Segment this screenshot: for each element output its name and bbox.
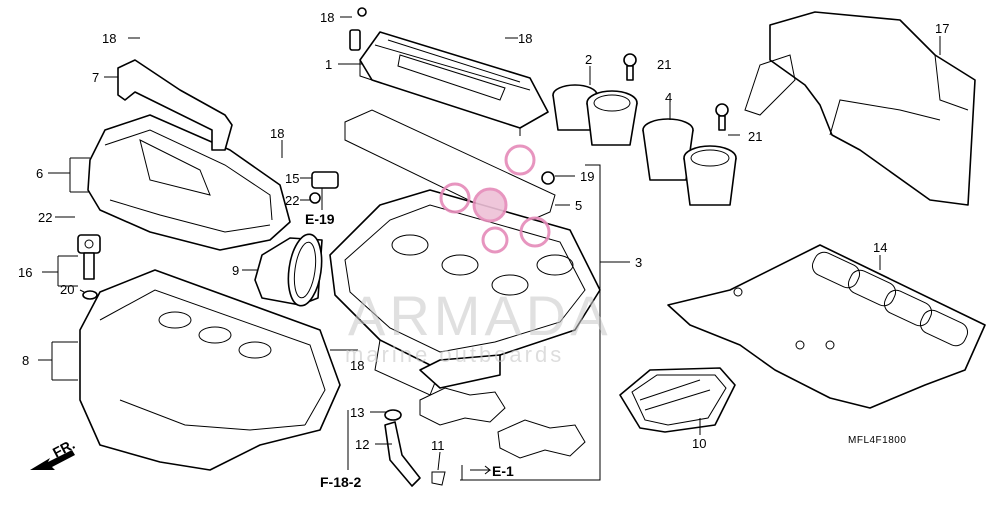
callout-16: 16: [18, 265, 32, 280]
callout-18: 18: [320, 10, 334, 25]
callout-18: 18: [102, 31, 116, 46]
callout-18: 18: [270, 126, 284, 141]
leader-lines: [38, 16, 941, 481]
callout-2: 2: [585, 52, 592, 67]
watermark-circle-4: [519, 216, 551, 248]
front-direction-arrow: [30, 450, 75, 470]
callout-4: 4: [665, 90, 672, 105]
callout-22: 22: [285, 193, 299, 208]
part-9-duct: [254, 233, 323, 307]
callout-21: 21: [748, 129, 762, 144]
bolt-21: [623, 53, 729, 131]
part-3-airbox: [329, 189, 601, 396]
callout-10: 10: [692, 436, 706, 451]
callout-6: 6: [36, 166, 43, 181]
callout-1: 1: [325, 57, 332, 72]
part-20-oring: [82, 290, 98, 300]
part-14-plate: [667, 244, 986, 409]
callout-11: 11: [431, 438, 445, 453]
bolt-18-top: [349, 7, 367, 51]
part-12-hose: [384, 409, 421, 487]
part-4-funnels: [642, 118, 737, 206]
callout-13: 13: [350, 405, 364, 420]
watermark-tagline: marine outboards: [345, 342, 564, 367]
diagram-code: MFL4F1800: [848, 435, 906, 446]
part-7-bracket: [117, 59, 233, 151]
part-16-sensor: [77, 234, 101, 280]
callout-12: 12: [355, 437, 369, 452]
watermark-circle-5: [481, 226, 509, 254]
callout-9: 9: [232, 263, 239, 278]
part-1-top-cover: [359, 31, 549, 136]
watermark-brand: ARMADA: [348, 284, 612, 347]
part-19-bolt: [541, 171, 555, 185]
ref-e-19: E-19: [305, 211, 335, 227]
callout-22: 22: [38, 210, 52, 225]
part-10-duct: [619, 367, 736, 433]
watermark-logo: [439, 144, 551, 254]
callout-15: 15: [285, 171, 299, 186]
watermark-circle-1: [439, 182, 471, 214]
ref-f-18-2: F-18-2: [320, 474, 361, 490]
part-8-housing: [79, 269, 341, 471]
watermark-circle-3: [504, 144, 536, 176]
callout-18: 18: [350, 358, 364, 373]
part-11-clip: [431, 471, 446, 486]
callout-7: 7: [92, 70, 99, 85]
callout-19: 19: [580, 169, 594, 184]
part-2-funnels: [552, 84, 638, 146]
callout-18: 18: [518, 31, 532, 46]
callout-8: 8: [22, 353, 29, 368]
callout-21: 21: [657, 57, 671, 72]
ref-e-1: E-1: [492, 463, 514, 479]
part-seals: [419, 387, 586, 459]
part-15-clip: [309, 171, 339, 204]
part-6-housing: [87, 114, 291, 251]
callout-5: 5: [575, 198, 582, 213]
part-5-gasket: [344, 109, 556, 226]
callout-20: 20: [60, 282, 74, 297]
callout-3: 3: [635, 255, 642, 270]
front-label: FR.: [50, 436, 77, 461]
callout-14: 14: [873, 240, 887, 255]
part-17-cover: [744, 11, 976, 206]
watermark-circle-2: [472, 187, 508, 223]
callout-17: 17: [935, 21, 949, 36]
